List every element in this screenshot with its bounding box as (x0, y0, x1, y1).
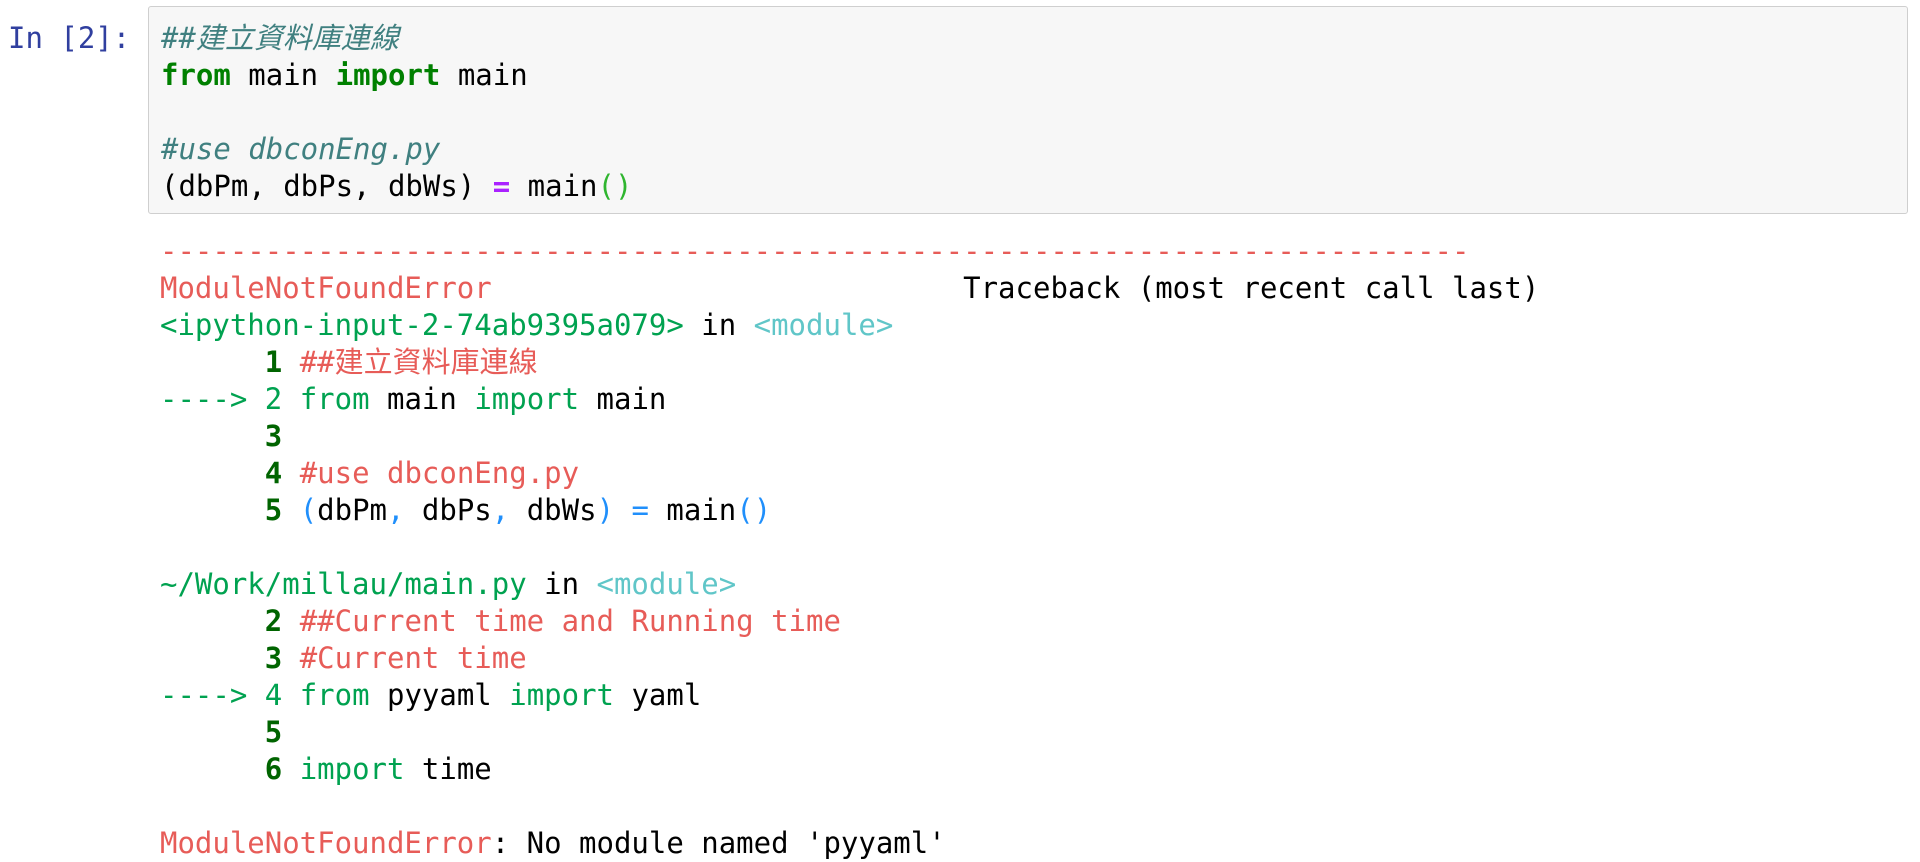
close-paren: ) (596, 493, 615, 527)
traceback-title: Traceback (most recent call last) (963, 271, 1540, 305)
current-line-arrow: ----> (160, 382, 265, 416)
line-comment: ##Current time and Running time (282, 604, 841, 638)
line-number: 5 (264, 493, 283, 527)
assign-operator: = (492, 169, 511, 203)
frame-in: in (526, 567, 597, 601)
imported-name: time (404, 752, 492, 786)
line-prefix (160, 493, 265, 527)
target-a: dbPm (317, 493, 387, 527)
module-name: pyyaml (369, 678, 510, 712)
line-comment: ##建立資料庫連線 (282, 345, 538, 379)
target-c: dbWs (509, 493, 597, 527)
code-comment: ##建立資料庫連線 (161, 21, 399, 55)
frame-location: ~/Work/millau/main.py (160, 567, 527, 601)
final-error-message: : No module named 'pyyaml' (491, 826, 946, 860)
call-parens: () (597, 169, 633, 203)
target-b: dbPs (404, 493, 492, 527)
line-prefix (160, 715, 265, 749)
code-line-5: (dbPm, dbPs, dbWs) = main() (161, 168, 632, 205)
frame-header: <ipython-input-2-74ab9395a079> in <modul… (160, 307, 1539, 344)
line-prefix (160, 641, 265, 675)
frame-module: <module> (753, 308, 894, 342)
header-spacer (492, 271, 963, 305)
function-call: main (510, 169, 598, 203)
code-comment: #use dbconEng.py (161, 132, 441, 166)
module-name: main (369, 382, 475, 416)
frame-code-line: 6 import time (160, 751, 1539, 788)
code-line-4: #use dbconEng.py (161, 131, 632, 168)
frame-code-line: 2 ##Current time and Running time (160, 603, 1539, 640)
imported-name: main (579, 382, 667, 416)
frame-code-line: 5 (dbPm, dbPs, dbWs) = main() (160, 492, 1539, 529)
line-prefix (160, 456, 265, 490)
line-number: 5 (264, 715, 283, 749)
keyword-from: from (282, 678, 370, 712)
frame-code-line-current: ----> 4 from pyyaml import yaml (160, 677, 1539, 714)
keyword-import: import (282, 752, 405, 786)
keyword-import: import (509, 678, 614, 712)
current-line-arrow: ----> (160, 678, 265, 712)
line-prefix (160, 419, 265, 453)
frame-code-line-current: ----> 2 from main import main (160, 381, 1539, 418)
blank-line (160, 529, 1539, 566)
cell-output-traceback: ----------------------------------------… (160, 233, 1539, 862)
assignment-targets: (dbPm, dbPs, dbWs) (161, 169, 493, 203)
frame-code-line: 4 #use dbconEng.py (160, 455, 1539, 492)
code-line-3 (161, 94, 632, 131)
line-prefix (160, 345, 265, 379)
line-prefix (160, 752, 265, 786)
module-name: main (230, 58, 336, 92)
frame-in: in (683, 308, 754, 342)
function-call: main (648, 493, 737, 527)
error-type: ModuleNotFoundError (160, 271, 492, 305)
imported-name: main (440, 58, 528, 92)
cell-prompt: In [2]: (8, 21, 131, 55)
traceback-header: ModuleNotFoundError Traceback (most rece… (160, 270, 1539, 307)
line-number: 1 (264, 345, 283, 379)
code-line-2: from main import main (161, 57, 632, 94)
line-number: 6 (264, 752, 283, 786)
line-comment: #use dbconEng.py (282, 456, 580, 490)
frame-code-line: 3 (160, 418, 1539, 455)
frame-code-line: 1 ##建立資料庫連線 (160, 344, 1539, 381)
line-number: 2 (264, 604, 283, 638)
assign-operator: = (631, 493, 649, 527)
keyword-from: from (161, 58, 231, 92)
line-number: 3 (264, 641, 283, 675)
keyword-from: from (282, 382, 370, 416)
line-number: 2 (264, 382, 283, 416)
code-cell-input[interactable]: ##建立資料庫連線 from main import main #use dbc… (148, 6, 1908, 214)
final-error-type: ModuleNotFoundError (160, 826, 492, 860)
frame-code-line: 5 (160, 714, 1539, 751)
imported-name: yaml (614, 678, 702, 712)
line-prefix (160, 604, 265, 638)
frame-code-line: 3 #Current time (160, 640, 1539, 677)
line-number: 3 (264, 419, 283, 453)
line-comment: #Current time (282, 641, 527, 675)
frame-header: ~/Work/millau/main.py in <module> (160, 566, 1539, 603)
space (614, 493, 631, 527)
call-parens: () (736, 493, 772, 527)
frame-module: <module> (596, 567, 737, 601)
final-error-line: ModuleNotFoundError: No module named 'py… (160, 825, 1539, 862)
open-paren: ( (282, 493, 318, 527)
keyword-import: import (474, 382, 580, 416)
comma: , (491, 493, 510, 527)
traceback-separator: ----------------------------------------… (160, 234, 1470, 268)
code-editor[interactable]: ##建立資料庫連線 from main import main #use dbc… (161, 20, 632, 205)
keyword-import: import (335, 58, 441, 92)
line-number: 4 (264, 456, 283, 490)
code-line-1: ##建立資料庫連線 (161, 20, 632, 57)
line-number: 4 (264, 678, 283, 712)
frame-location: <ipython-input-2-74ab9395a079> (160, 308, 684, 342)
comma: , (387, 493, 405, 527)
blank-line (160, 788, 1539, 825)
